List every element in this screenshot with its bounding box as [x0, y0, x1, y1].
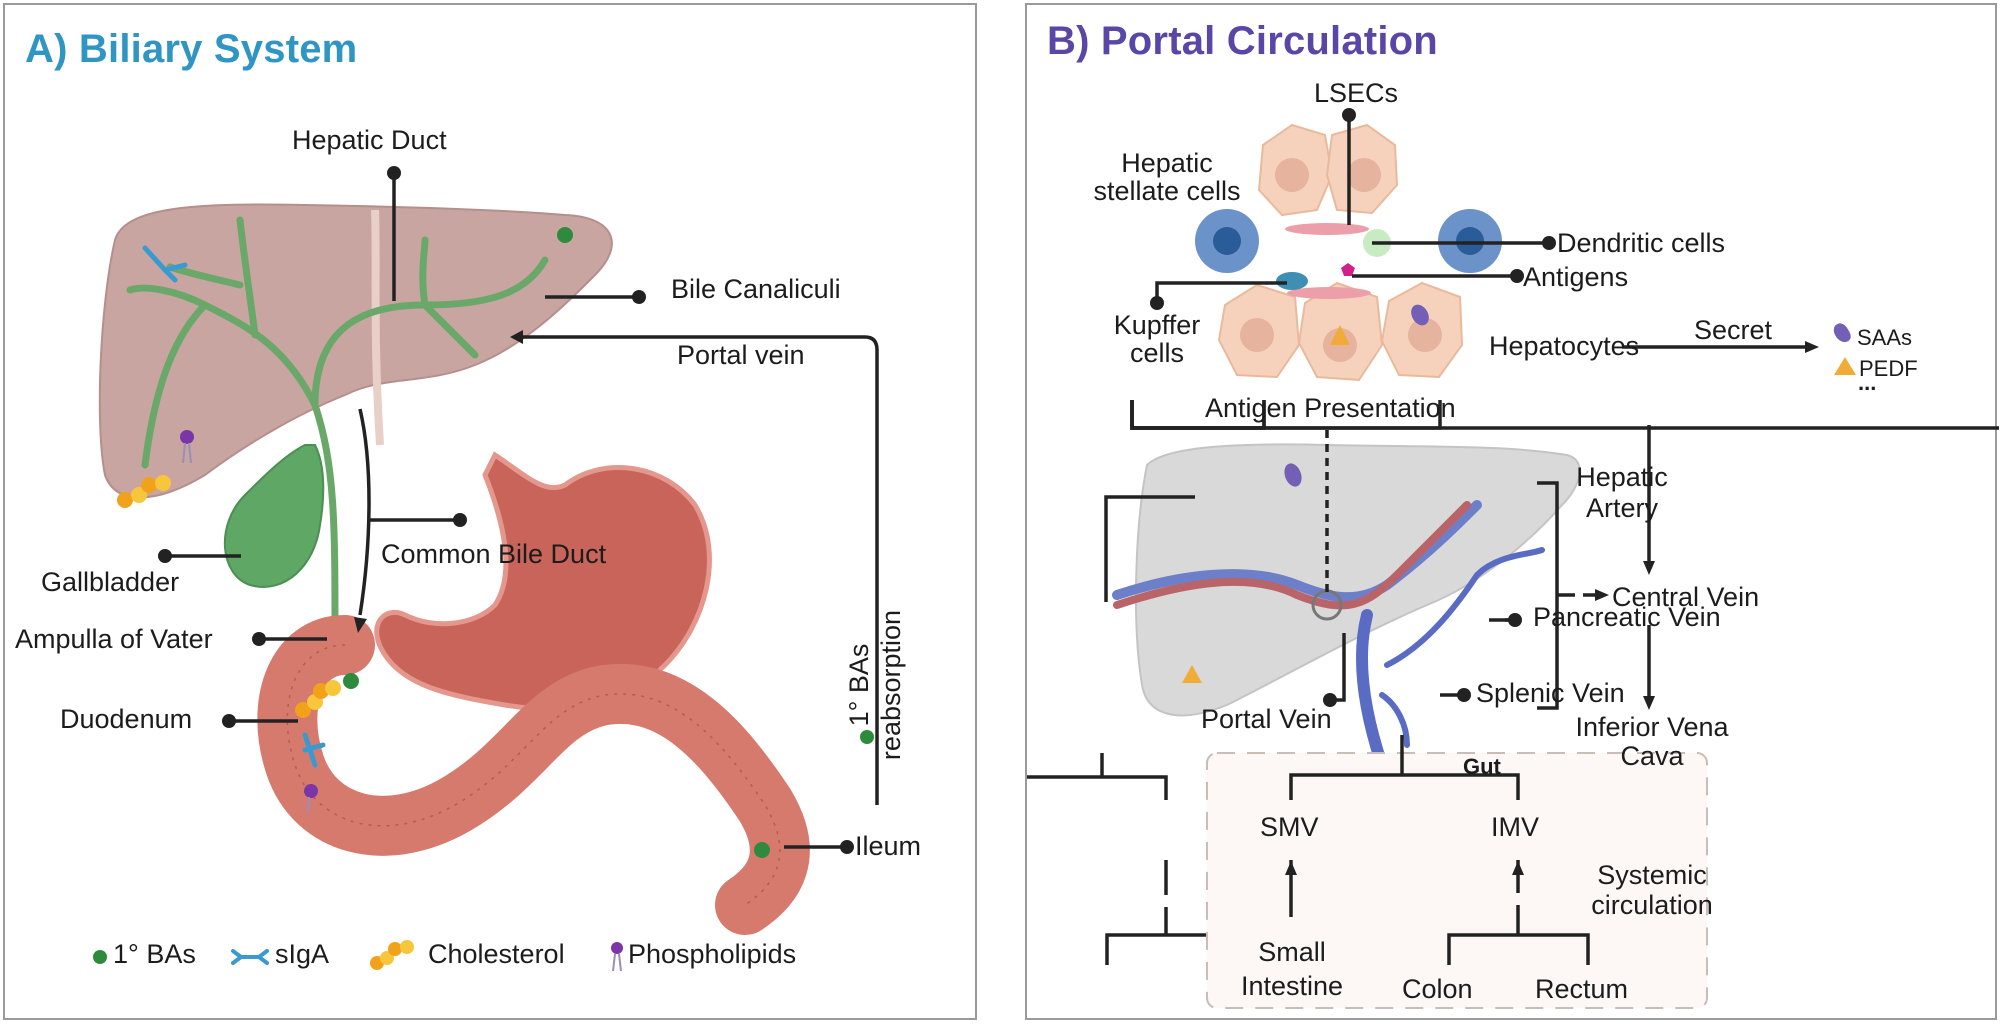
- label-reabsorption-bottom: reabsorption: [876, 609, 906, 761]
- label-gallbladder: Gallbladder: [41, 567, 180, 597]
- legend-phospholipids-label: Phospholipids: [628, 939, 797, 969]
- label-kupffer-line1: Kupffer: [1113, 310, 1201, 340]
- arrowhead-icon: [1512, 861, 1524, 875]
- bile-acid-dot-icon: [754, 842, 770, 858]
- cholesterol-icon: [295, 680, 341, 718]
- saa-icon: [1411, 304, 1429, 326]
- liver-shape: [98, 203, 613, 499]
- label-pedf: PEDF: [1859, 356, 1918, 381]
- panel-a-title: A) Biliary System: [25, 27, 358, 71]
- label-antigens: Antigens: [1523, 262, 1629, 292]
- arrowhead-icon: [1595, 589, 1609, 601]
- label-small-intestine-line2: Intestine: [1240, 971, 1344, 1001]
- legend-phospholipids-icon: [611, 942, 623, 972]
- label-rectum: Rectum: [1535, 974, 1629, 1004]
- bile-duct-tree: [126, 216, 549, 639]
- reabsorption-annotation: 1° BAs reabsorption: [844, 585, 906, 785]
- lsec-cell: [1287, 287, 1371, 299]
- pedf-legend-icon: [1834, 357, 1856, 375]
- label-kupffer-line2: cells: [1129, 338, 1184, 368]
- leader-dots: [1150, 108, 1556, 707]
- legend-siga-label: sIgA: [275, 939, 330, 969]
- label-hepatocytes: Hepatocytes: [1489, 331, 1640, 361]
- label-saas: SAAs: [1857, 325, 1913, 350]
- label-portal-vein: Portal Vein: [1201, 704, 1332, 734]
- antigen-presentation-bracket-line: [1130, 400, 1442, 430]
- gallbladder-shape: [224, 444, 325, 588]
- gut-box: [1206, 752, 1708, 1009]
- label-hepatic-artery-line1: Hepatic: [1576, 462, 1668, 492]
- arrowhead-icon: [1805, 341, 1819, 353]
- legend-bas-icon: [93, 950, 107, 964]
- label-ellipsis: ...: [1858, 370, 1877, 395]
- lsec-cell: [1285, 223, 1369, 235]
- label-imv: IMV: [1491, 812, 1540, 842]
- phospholipid-icon: [180, 430, 194, 464]
- legend-cholesterol-label: Cholesterol: [428, 939, 565, 969]
- label-small-intestine-line1: Small: [1258, 937, 1326, 967]
- label-systemic-line2: circulation: [1591, 890, 1713, 920]
- bile-acid-dot-icon: [557, 227, 573, 243]
- panel-biliary-system: A) Biliary System Hepatic Duct Bile Cana…: [3, 3, 977, 1020]
- arrowhead-icon: [510, 330, 523, 344]
- panel-portal-circulation: B) Portal Circulation LSECs Hepatic stel…: [1025, 3, 1999, 1020]
- label-ivc-line1: Inferior Vena: [1575, 712, 1729, 742]
- label-systemic-line1: Systemic: [1597, 860, 1707, 890]
- phospholipid-icon: [304, 784, 318, 814]
- pedf-triangle-icon: [1182, 665, 1202, 683]
- biliary-illustration: [93, 166, 879, 972]
- arrowhead-icon: [1643, 561, 1655, 575]
- label-lsecs: LSECs: [1314, 78, 1399, 108]
- liver-ligament: [371, 209, 384, 446]
- kupffer-cell: [1276, 272, 1308, 290]
- bile-acid-dot-icon: [860, 730, 874, 744]
- label-splenic-vein: Splenic Vein: [1476, 678, 1625, 708]
- legend-cholesterol-icon: [370, 940, 414, 970]
- portal-illustration: [1027, 108, 1999, 1009]
- bile-acid-dot-icon: [343, 673, 359, 689]
- label-hepatic-stellate-line1: Hepatic: [1121, 148, 1213, 178]
- label-bile-canaliculi: Bile Canaliculi: [671, 274, 841, 304]
- siga-icon: [142, 245, 188, 283]
- label-pancreatic-vein: Pancreatic Vein: [1533, 602, 1721, 632]
- label-portal-vein: Portal vein: [677, 340, 805, 370]
- antigen-icon: [1341, 263, 1355, 276]
- label-duodenum: Duodenum: [60, 704, 193, 734]
- saa-icon: [1284, 463, 1302, 487]
- siga-icon: [302, 732, 326, 768]
- label-ampulla-of-vater: Ampulla of Vater: [15, 624, 213, 654]
- legend-bas-label: 1° BAs: [113, 939, 196, 969]
- panel-b-title: B) Portal Circulation: [1047, 19, 1438, 63]
- dendritic-cell-right: [1438, 209, 1502, 273]
- label-ivc-line2: Cava: [1620, 741, 1684, 771]
- label-common-bile-duct: Common Bile Duct: [381, 539, 607, 569]
- arrowhead-icon: [1285, 861, 1297, 875]
- cholesterol-icon: [117, 475, 171, 508]
- label-ileum: Ileum: [855, 831, 922, 861]
- label-antigen-presentation: Antigen Presentation: [1205, 393, 1456, 423]
- label-hepatic-stellate-line2: stellate cells: [1093, 176, 1241, 206]
- pedf-triangle-icon: [1330, 325, 1350, 345]
- legend-siga-icon: [231, 949, 269, 965]
- label-smv: SMV: [1260, 812, 1319, 842]
- label-central-vein: Central Vein: [1612, 582, 1760, 612]
- label-hepatic-artery-line2: Artery: [1585, 493, 1658, 523]
- arrowhead-icon: [1643, 696, 1655, 710]
- dendritic-cell-left: [1195, 209, 1259, 273]
- label-hepatic-duct: Hepatic Duct: [292, 125, 447, 155]
- label-dendritic-cells: Dendritic cells: [1557, 228, 1726, 258]
- hepatocyte-nuclei: [1240, 158, 1442, 362]
- label-reabsorption-top: 1° BAs: [844, 643, 874, 727]
- label-secret: Secret: [1694, 315, 1773, 345]
- label-gut: Gut: [1463, 754, 1501, 779]
- label-colon: Colon: [1402, 974, 1473, 1004]
- arrowhead-icon: [354, 617, 367, 633]
